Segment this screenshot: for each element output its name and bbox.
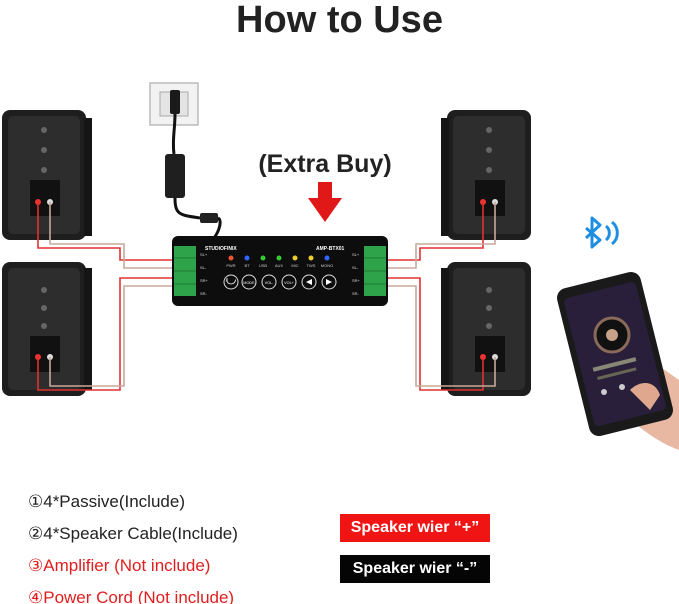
- speaker-top-right: [441, 110, 531, 240]
- led-label-tws: TWS: [307, 263, 316, 268]
- speaker-wires: [37, 202, 496, 391]
- vol-down-button-label: VOL-: [265, 281, 275, 285]
- legend-item-passive: ①4*Passive(Include): [28, 492, 185, 511]
- amp-model-label: AMP-BTX01: [316, 246, 345, 252]
- speaker-top-left: [2, 110, 92, 240]
- led-label-mono: MONO: [321, 263, 333, 268]
- speaker-wire-minus-badge: Speaker wier “-”: [340, 555, 490, 583]
- wiring-diagram: STUDIOFINIX AMP-BTX01 PWR BT USB AUX MIC…: [2, 82, 679, 450]
- page-title: How to Use: [236, 0, 443, 41]
- amp-brand-label: STUDIOFINIX: [205, 246, 237, 252]
- right-terminal-label: SR-: [352, 291, 360, 296]
- vol-up-button-label: VOL+: [284, 281, 295, 285]
- speaker-wire-plus-badge: Speaker wier “+”: [340, 514, 490, 542]
- amplifier: STUDIOFINIX AMP-BTX01 PWR BT USB AUX MIC…: [172, 236, 388, 306]
- right-terminal-label: SL-: [352, 265, 359, 270]
- bluetooth-icon: [584, 216, 619, 249]
- power-button-icon: [223, 274, 239, 290]
- left-terminal-label: SR-: [200, 291, 208, 296]
- mode-button-label: MODE: [243, 281, 255, 285]
- extra-buy-callout: (Extra Buy): [258, 150, 392, 178]
- left-terminal-label: SL+: [200, 252, 208, 257]
- down-arrow-icon: [308, 182, 342, 222]
- left-terminal-label: SL-: [200, 265, 207, 270]
- prev-track-icon: [301, 274, 317, 290]
- led-label-mic: MIC: [291, 263, 298, 268]
- legend-list: ①4*Passive(Include) ②4*Speaker Cable(Inc…: [28, 486, 238, 604]
- left-terminal-label: SR+: [200, 278, 209, 283]
- next-track-icon: [321, 274, 337, 290]
- led-label-aux: AUX: [275, 263, 284, 268]
- right-terminal-label: SL+: [352, 252, 360, 257]
- right-terminal-label: SR+: [352, 278, 361, 283]
- legend-item-speaker-cable: ②4*Speaker Cable(Include): [28, 524, 238, 543]
- speaker-bottom-left: [2, 262, 92, 396]
- smartphone: [557, 271, 679, 450]
- power-cord: [165, 113, 222, 239]
- legend-item-power-cord: ④Power Cord (Not include): [28, 588, 235, 604]
- legend-item-amplifier: ③Amplifier (Not include): [28, 556, 211, 575]
- led-label-bt: BT: [244, 263, 250, 268]
- led-label-usb: USB: [259, 263, 268, 268]
- speaker-bottom-right: [441, 262, 531, 396]
- led-label-pwr: PWR: [226, 263, 235, 268]
